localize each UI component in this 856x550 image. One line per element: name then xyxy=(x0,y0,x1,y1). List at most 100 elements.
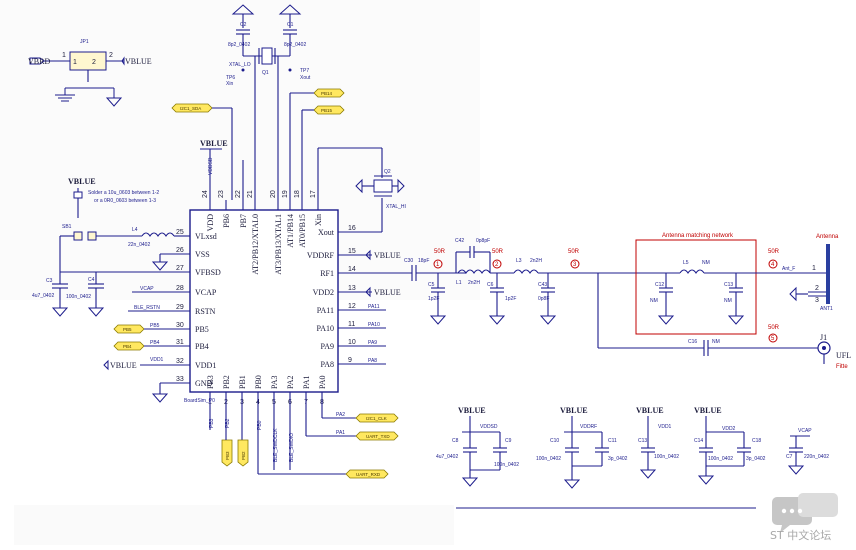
c2-ref: C2 xyxy=(240,22,247,28)
g4-c1-value: 100n_0402 xyxy=(708,456,733,462)
chip-top-pin-name: Xin xyxy=(314,214,323,226)
chip-top-pin-name: AT2/PB12/XTAL0 xyxy=(251,214,260,275)
chip-top-pin-name: AT1/PB14 xyxy=(286,214,295,248)
c1-value: 8p2_0402 xyxy=(284,42,306,48)
ground-icon xyxy=(55,87,123,107)
xtal-hi-label: XTAL_HI xyxy=(386,204,406,210)
port-i2c-sda: I2C1_SDA xyxy=(171,103,233,200)
bsbl-label: BoardSim_P0 xyxy=(184,398,215,404)
tp7-xout-label: Xout xyxy=(300,75,311,81)
tp2-label: 2 xyxy=(495,262,499,268)
ground-icon xyxy=(787,465,805,475)
c13-value: NM xyxy=(724,298,732,304)
chip-right-pin-num: 9 xyxy=(348,357,352,364)
chip-top-pin-name: PB7 xyxy=(239,214,248,228)
ground-icon xyxy=(563,479,581,489)
l4-value: 22n_0402 xyxy=(128,242,150,248)
chip-left-pin-name: VLxsd xyxy=(195,232,217,241)
gnd-pin xyxy=(151,382,190,403)
chip-right-pin-name: PA11 xyxy=(317,306,334,315)
vblue-net-label-sb1: VBLUE xyxy=(68,177,96,186)
chip-left-pin-num: 26 xyxy=(176,247,184,254)
uart-rxd-port: UART_RXD xyxy=(356,472,381,477)
c5-value: 1p2F xyxy=(428,296,439,302)
pb3-port-text: PB3 xyxy=(225,451,230,460)
vblue-net-label-vdd2: VBLUE xyxy=(374,288,401,297)
fitted-label: Fitte xyxy=(836,364,848,370)
vblue-net-label-jp1: VBLUE xyxy=(125,57,152,66)
chip-top-pin-num: 19 xyxy=(282,190,289,198)
chip-left-pin-num: 28 xyxy=(176,285,184,292)
g1-c1-value: 4u7_0402 xyxy=(436,454,458,460)
c3-value: 4u7_0402 xyxy=(32,293,54,299)
xtal-lo-label: XTAL_LO xyxy=(229,62,251,68)
tp3-label: 3 xyxy=(573,262,577,268)
c13-ref: C13 xyxy=(724,282,733,288)
tp4-label: 4 xyxy=(771,262,775,268)
c30-ref: C30 xyxy=(404,258,413,264)
ground-icon xyxy=(151,393,169,403)
pa1-net-label: PA1 xyxy=(336,430,345,436)
l1-ref: L1 xyxy=(456,280,462,286)
c3-ref: C3 xyxy=(46,278,53,284)
port-pb14: PB14 xyxy=(289,88,345,200)
z50-3-label: 50R xyxy=(568,249,580,255)
sb1-label: SB1 xyxy=(62,224,72,230)
jp1-pin1-label: 1 xyxy=(73,59,77,66)
chip-bottom-pin-name: PA0 xyxy=(318,376,327,390)
vcap-net-label: VCAP xyxy=(140,286,154,292)
ground-icon xyxy=(429,315,447,325)
chip-left-pin-name: VDD1 xyxy=(195,361,216,370)
chip-right-pin-name: RF1 xyxy=(320,269,334,278)
chip-top-pin-name: PB6 xyxy=(222,214,231,228)
decoupling-vdd2: VBLUE VDD2 C14 100n_0402 C18 3p_0402 xyxy=(694,406,766,485)
chip-top-pin-num: 18 xyxy=(294,190,301,198)
l1-value: 2n2H xyxy=(468,280,480,286)
c5-ref: C5 xyxy=(428,282,435,288)
watermark: ST 中文论坛 xyxy=(768,493,850,546)
chip-right-pin-num: 11 xyxy=(348,321,355,328)
g4-c2-ref: C18 xyxy=(752,438,761,444)
chip-left-pin-num: 25 xyxy=(176,229,184,236)
g5-c1-ref: C7 xyxy=(786,454,793,460)
chip-left-pin-num: 33 xyxy=(176,376,184,383)
i2c-clk-port: I2C1_CLK xyxy=(366,416,387,421)
jp1-ref: JP1 xyxy=(80,39,89,45)
g2-c1-value: 100n_0402 xyxy=(536,456,561,462)
decoupling-vcap: VCAP C7 220n_0402 xyxy=(786,428,829,475)
tp6-label: TP6 xyxy=(226,75,235,81)
vdd1-net: VBLUE VDD1 xyxy=(103,357,190,371)
pb2-vertical-label: PB2 xyxy=(225,418,231,428)
chip-left-pin-num: 27 xyxy=(176,265,184,272)
solder-note-line2: or a 0R0_0603 between 1-3 xyxy=(94,198,156,204)
g1-vddsd: VDDSD xyxy=(480,424,498,430)
vblue-net-label-vddrf: VBLUE xyxy=(374,251,401,260)
uart-txd-port: UART_TXD xyxy=(366,434,390,439)
ground-icon xyxy=(87,307,105,317)
svg-text:PB14: PB14 xyxy=(321,91,333,96)
ground-icon xyxy=(151,261,169,271)
inductor-l4: L4 22n_0402 xyxy=(128,227,190,248)
ground-icon xyxy=(51,307,69,317)
jp1-pin2-num: 2 xyxy=(109,52,113,59)
chip-top-pin-name: VDD xyxy=(206,214,215,232)
ground-icon xyxy=(461,477,479,487)
rstn-net: BLE_RSTN xyxy=(128,305,190,312)
chip-right-pin-num: 14 xyxy=(348,266,356,273)
chip-right-pin-name: PA8 xyxy=(321,360,335,369)
g4-c1-ref: C14 xyxy=(694,438,703,444)
ant-pin3: 3 xyxy=(815,297,819,304)
chip-left-pin-name: RSTN xyxy=(195,307,216,316)
chip-bottom-pin-name: PB0 xyxy=(254,375,263,389)
chip-top-pin-num: 21 xyxy=(247,190,254,198)
q1-label: Q1 xyxy=(262,70,269,76)
bottom-nets: BoardSim_P0 PB3 PB2 PB0 BLE_SWDCLK BLE_S… xyxy=(184,392,399,479)
chip-bottom-pin-name: PB1 xyxy=(238,375,247,389)
ant-pin1: 1 xyxy=(812,265,816,272)
svg-text:PB5: PB5 xyxy=(123,327,132,332)
chip-top-pin-num: 20 xyxy=(270,190,277,198)
z50-2-label: 50R xyxy=(492,249,504,255)
chip-right-pin-num: 12 xyxy=(348,303,356,310)
g5-c1-value: 220n_0402 xyxy=(804,454,829,460)
pa-nets-right: PA11 PA10 PA9 PA8 xyxy=(338,304,386,365)
